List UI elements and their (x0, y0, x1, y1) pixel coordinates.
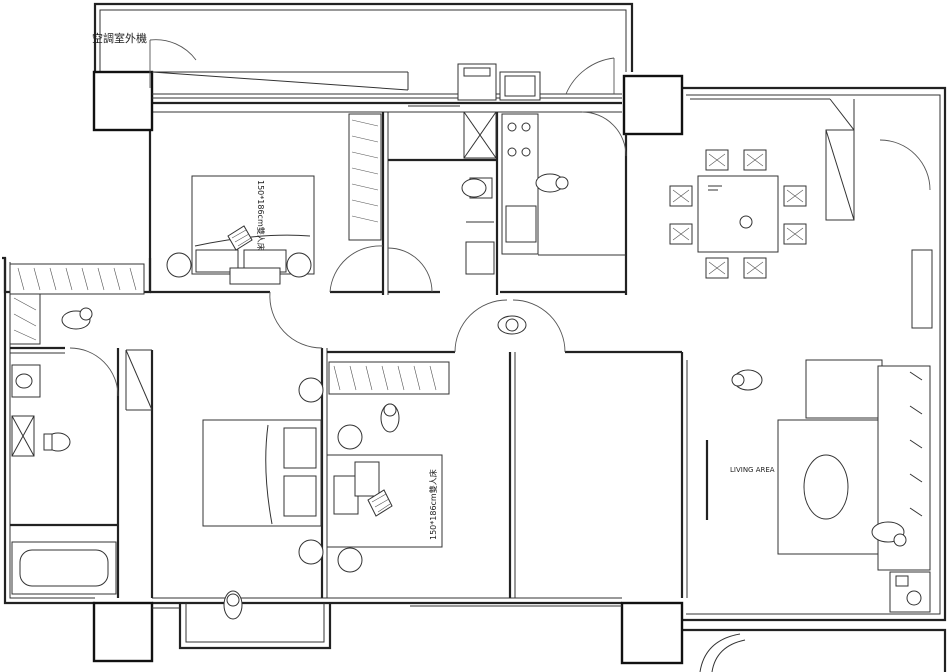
person-icon (497, 315, 527, 335)
bed-size-label-lower: 150*186cm雙人床 (428, 469, 438, 540)
structural-pillars (92, 70, 684, 665)
living-area-label: LIVING AREA (730, 466, 775, 474)
ac-outdoor-area (149, 39, 615, 95)
person-icon (535, 173, 569, 193)
upper-bathroom (387, 111, 497, 293)
person-icon (380, 403, 400, 433)
hallway (269, 291, 566, 353)
person-icon (871, 521, 907, 547)
kitchen (457, 63, 627, 256)
windows (152, 93, 933, 609)
person-icon (731, 369, 763, 391)
person-icon (61, 307, 93, 330)
left-bath (9, 263, 145, 595)
living-area: LIVING AREA (730, 359, 931, 613)
person-icon (223, 590, 243, 620)
interior-walls (10, 112, 709, 598)
middle-bedroom: 150*186cm雙人床 (326, 361, 450, 573)
master-bedroom (202, 377, 324, 620)
upper-bedroom: 150*186cm雙人床 (166, 113, 384, 293)
dining-area (669, 98, 931, 279)
bed-size-label-upper: 150*186cm雙人床 (256, 180, 266, 251)
ac-outdoor-unit-label: 空調室外機 (92, 31, 147, 45)
